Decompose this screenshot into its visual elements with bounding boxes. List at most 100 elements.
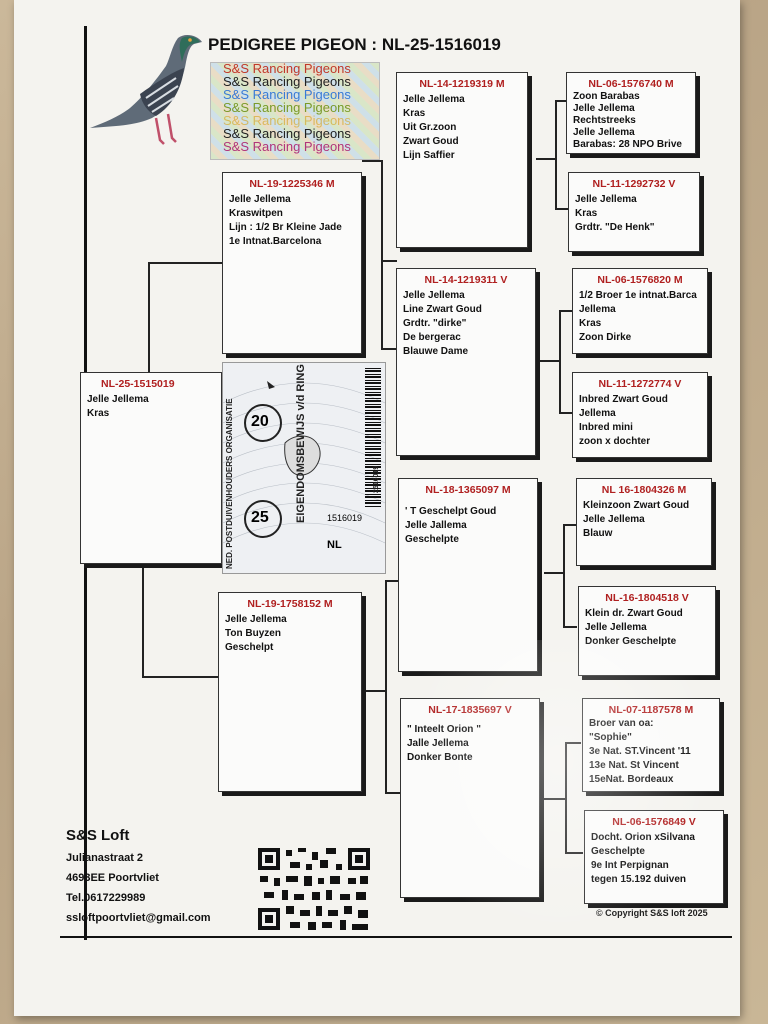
connector <box>362 690 386 692</box>
connector <box>385 792 401 794</box>
ring-number: NL-06-1576740 M <box>588 78 674 90</box>
ring-card-country: NL <box>327 539 342 551</box>
pigeon-info: Blauwe Dame <box>403 346 469 357</box>
pigeon-info: Grdtr. "dirke" <box>403 318 467 329</box>
connector <box>540 360 560 362</box>
contact-city: 4693EE Poortvliet <box>66 872 159 884</box>
logo-line: S&S Rancing Pigeons <box>223 113 351 128</box>
pigeon-info: Jelle Jellema <box>87 394 149 405</box>
pigeon-info: 3e Nat. ST.Vincent '11 <box>589 746 691 757</box>
pigeon-info: Donker Bonte <box>407 752 473 763</box>
pigeon-info: Jelle Jellema <box>403 290 465 301</box>
pigeon-info: Grdtr. "De Henk" <box>575 222 655 233</box>
pigeon-info: Ton Buyzen <box>225 628 281 639</box>
connector <box>385 580 401 582</box>
pigeon-info: Kras <box>403 108 426 119</box>
connector <box>565 742 567 854</box>
pigeon-info: 15eNat. Bordeaux <box>589 774 674 785</box>
ring-number: NL-14-1219311 V <box>424 274 508 286</box>
pigeon-info: Kras <box>575 208 598 219</box>
connector <box>563 626 577 628</box>
connector <box>559 412 573 414</box>
logo-line: S&S Rancing Pigeons <box>223 74 351 89</box>
ring-number: NL-25-1515019 <box>101 378 175 390</box>
pigeon-info: Jelle Jellema <box>575 194 637 205</box>
ring-card-year-bottom: 25 <box>251 509 269 526</box>
pigeon-info: Jelle Jellema <box>573 103 635 114</box>
contact-block: S&S Loft Julianastraat 2 4693EE Poortvli… <box>66 826 211 928</box>
connector <box>544 572 564 574</box>
logo-line: S&S Rancing Pigeons <box>223 126 351 141</box>
ring-number: NL-11-1272774 V <box>598 378 682 390</box>
pigeon-info: Inbred mini <box>579 422 633 433</box>
ring-number: NL-17-1835697 V <box>428 704 512 716</box>
pigeon-info: " Inteelt Orion " <box>407 724 481 735</box>
pigeon-info: Kraswitpen <box>229 208 283 219</box>
pigeon-card-great-grandparent: NL-06-1576820 M 1/2 Broer 1e intnat.Barc… <box>572 268 708 354</box>
connector <box>381 160 383 350</box>
pigeon-info: Line Zwart Goud <box>403 304 482 315</box>
pigeon-info: Jelle Jellema <box>225 614 287 625</box>
ring-card-guilloche <box>223 381 385 544</box>
pigeon-info: zoon x dochter <box>579 436 651 447</box>
pigeon-info: Broer van oa: <box>589 718 654 729</box>
ring-card-title: EIGENDOMSBEWIJS v/d RING <box>295 364 307 523</box>
title-prefix: PEDIGREE PIGEON : <box>208 35 382 54</box>
connector <box>381 348 397 350</box>
qr-code-icon <box>256 846 372 932</box>
contact-street: Julianastraat 2 <box>66 852 144 864</box>
copyright-notice: © Copyright S&S loft 2025 <box>596 908 708 918</box>
connector <box>385 580 387 794</box>
pigeon-info: Jelle Jellema <box>229 194 291 205</box>
pigeon-info: Kras <box>579 318 602 329</box>
ring-number: NL-06-1576820 M <box>597 274 683 286</box>
pigeon-info: 13e Nat. St Vincent <box>589 760 679 771</box>
ring-number: NL-11-1292732 V <box>592 178 676 190</box>
pigeon-card-great-grandparent: NL-06-1576849 V Docht. Orion xSilvana Ge… <box>584 810 724 904</box>
connector <box>555 208 569 210</box>
ring-number: NL-19-1758152 M <box>247 598 333 610</box>
pigeon-card-great-grandparent: NL-11-1272774 V Inbred Zwart Goud Jellem… <box>572 372 708 458</box>
ring-number: NL 16-1804326 M <box>601 484 687 496</box>
pigeon-info: Zoon Barabas <box>573 91 640 102</box>
loft-name: S&S Loft <box>66 827 130 844</box>
pigeon-info: Jelle Jellema <box>583 514 645 525</box>
contact-phone: Tel.0617229989 <box>66 892 146 904</box>
connector <box>565 852 583 854</box>
pigeon-info: Barabas: 28 NPO Brive <box>573 139 682 150</box>
pigeon-info: "Sophie" <box>589 732 632 743</box>
pigeon-info: Jellema <box>579 304 616 315</box>
logo-line: S&S Rancing Pigeons <box>223 87 351 102</box>
title-ring-number: NL-25-1516019 <box>381 35 501 54</box>
pigeon-info: Uit Gr.zoon <box>403 122 457 133</box>
pigeon-info: Donker Geschelpte <box>585 636 677 647</box>
pigeon-info: Zoon Dirke <box>579 332 632 343</box>
pigeon-info: Geschelpte <box>405 534 459 545</box>
pigeon-card-grandparent: NL-17-1835697 V " Inteelt Orion " Jalle … <box>400 698 540 898</box>
pigeon-info: Inbred Zwart Goud <box>579 394 668 405</box>
pigeon-card-grandparent: NL-14-1219319 M Jelle Jellema Kras Uit G… <box>396 72 528 248</box>
connector <box>555 100 567 102</box>
pigeon-info: Lijn : 1/2 Br Kleine Jade <box>229 222 342 233</box>
pigeon-info: ' T Geschelpt Goud <box>405 506 497 517</box>
pigeon-card-great-grandparent: NL-06-1576740 M Zoon Barabas Jelle Jelle… <box>566 72 696 154</box>
connector <box>362 160 382 162</box>
page-title: PEDIGREE PIGEON : NL-25-1516019 <box>208 35 501 55</box>
pigeon-info: Klein dr. Zwart Goud <box>585 608 683 619</box>
pigeon-info: tegen 15.192 duiven <box>591 874 687 885</box>
connector <box>142 562 144 678</box>
connector <box>142 676 218 678</box>
pigeon-card-grandparent: NL-14-1219311 V Jelle Jellema Line Zwart… <box>396 268 536 456</box>
pigeon-info: Docht. Orion xSilvana <box>591 832 695 843</box>
ring-card-number: 1516019 <box>327 513 363 523</box>
pigeon-card-great-grandparent: NL-07-1187578 M Broer van oa: "Sophie" 3… <box>582 698 720 792</box>
connector <box>565 742 581 744</box>
pigeon-card-grandparent: NL-18-1365097 M ' T Geschelpt Goud Jelle… <box>398 478 538 672</box>
connector <box>555 100 557 210</box>
barcode-text: 2516019 <box>373 465 380 493</box>
pigeon-info: Lijn Saffier <box>403 150 455 161</box>
pigeon-card-great-grandparent: NL 16-1804326 M Kleinzoon Zwart Goud Jel… <box>576 478 712 566</box>
pigeon-info: 1/2 Broer 1e intnat.Barca <box>579 290 697 301</box>
frame-bottom-rule <box>60 936 732 938</box>
pigeon-card-great-grandparent: NL-11-1292732 V Jelle Jellema Kras Grdtr… <box>568 172 700 252</box>
